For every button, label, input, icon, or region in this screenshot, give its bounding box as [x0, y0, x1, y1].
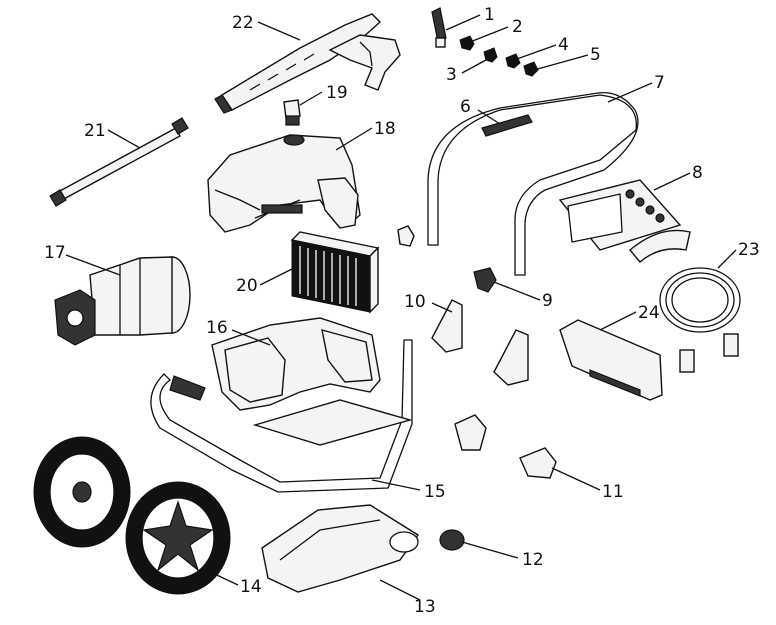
callout-17: 17: [44, 243, 66, 263]
callout-labels: 1 2 3 4 5 6 7 8 9 10 11 12 13 14 15 16 1…: [44, 5, 760, 617]
part-quick-connector: [283, 99, 301, 126]
callout-14: 14: [240, 577, 262, 597]
callout-16: 16: [206, 318, 228, 338]
callout-10: 10: [404, 292, 426, 312]
part-motor-pump: [54, 256, 191, 346]
callout-13: 13: [414, 597, 436, 617]
callout-19: 19: [326, 83, 348, 103]
callout-21: 21: [84, 121, 106, 141]
part-hose: [659, 267, 741, 373]
callout-6: 6: [460, 97, 471, 117]
part-wheel-front: [125, 481, 231, 595]
part-clip: [397, 225, 415, 247]
part-top-cover: [207, 134, 361, 233]
part-handle-clamp: [481, 114, 533, 137]
part-hose-hook: [559, 319, 663, 401]
callout-24: 24: [638, 303, 660, 323]
callout-8: 8: [692, 163, 703, 183]
part-spray-gun: [214, 13, 401, 114]
callout-3: 3: [446, 65, 457, 85]
callout-4: 4: [558, 35, 569, 55]
callout-5: 5: [590, 45, 601, 65]
part-control-panel: [558, 179, 691, 263]
callout-2: 2: [512, 17, 523, 37]
callout-9: 9: [542, 291, 553, 311]
callout-20: 20: [236, 276, 258, 296]
callout-1: 1: [484, 5, 495, 25]
callout-12: 12: [522, 550, 544, 570]
part-base-tank: [261, 504, 420, 593]
callout-15: 15: [424, 482, 446, 502]
part-filter-block: [290, 231, 380, 314]
part-frame: [150, 339, 413, 493]
part-foot-left: [454, 414, 487, 451]
part-handle: [427, 91, 639, 276]
callout-7: 7: [654, 73, 665, 93]
callout-18: 18: [374, 119, 396, 139]
part-lance: [49, 117, 189, 207]
part-foot-right: [519, 447, 557, 479]
callout-23: 23: [738, 240, 760, 260]
part-housing-tray: [211, 317, 381, 411]
callout-22: 22: [232, 13, 254, 33]
part-nozzle: [431, 7, 447, 48]
part-nozzle-tips: [459, 35, 539, 77]
part-bracket-left: [431, 299, 463, 353]
part-cap: [439, 529, 465, 551]
callout-11: 11: [602, 482, 624, 502]
leader-lines: [65, 14, 737, 601]
part-wheel-rear: [33, 436, 131, 548]
part-bracket-right: [493, 329, 529, 386]
part-knob: [473, 267, 497, 293]
